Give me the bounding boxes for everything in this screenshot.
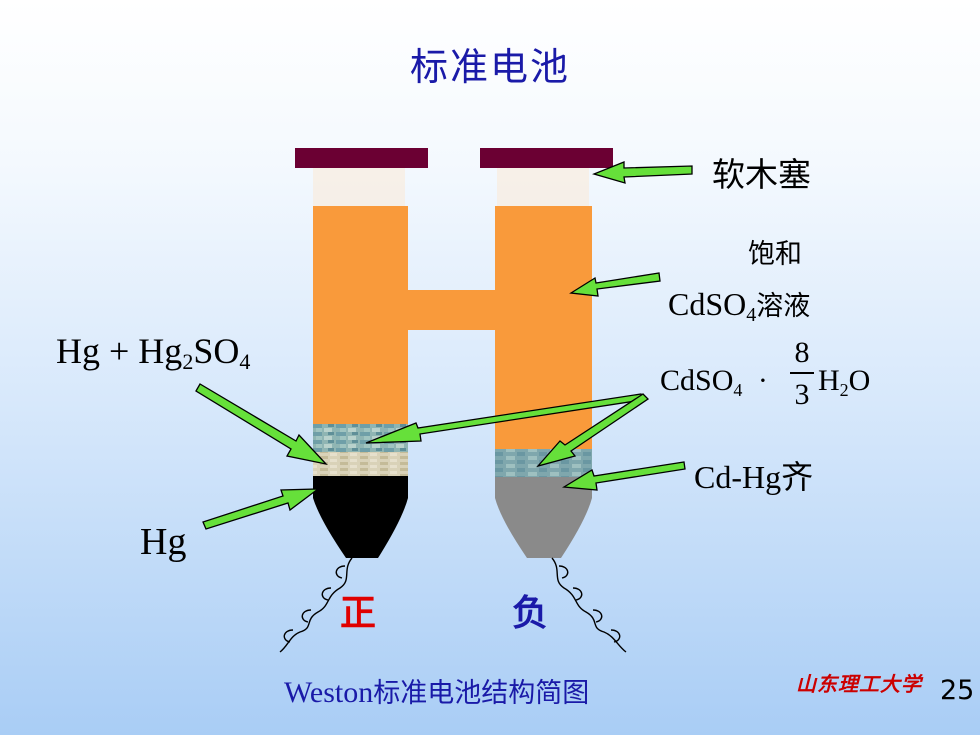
right-cork [480,148,613,168]
label-crystal-formula: CdSO4 · [660,364,768,401]
arrow-to-cork [592,161,693,184]
connecting-bridge [405,290,498,330]
fraction-denominator: 3 [794,378,810,411]
fraction-bar [790,372,814,374]
label-saturated-subscript: 4 [746,304,757,326]
amalgam-electrode [495,477,592,558]
right-tube-glass-top [497,166,589,206]
label-paste: Hg + Hg2SO4 [56,330,250,375]
mercury-electrode [313,476,408,558]
caption-latin: Weston [284,676,374,709]
positive-electrode-label: 正 [340,593,377,634]
left-tube [295,148,428,558]
page-number: 25 [940,675,975,706]
left-wire [279,557,353,653]
crystal-sub2: 2 [839,380,849,400]
paste-sub2: 2 [182,349,194,374]
label-saturated-suffix: 溶液 [756,291,811,322]
paste-hg: Hg + Hg [56,331,183,371]
university-logo: 山东理工大学 [796,672,922,696]
fraction-numerator: 8 [794,336,810,369]
paste-so: SO [193,331,240,371]
crystal-fraction: 8 3 [790,338,814,410]
left-tube-solution [313,206,408,424]
arrow-to-left-crystal [365,393,643,444]
arrow-to-amalgam [561,461,686,491]
arrow-to-paste [195,383,328,466]
crystal-sub4: 4 [733,380,743,400]
arrow-to-mercury [202,488,321,530]
crystal-dot: · [757,364,768,397]
label-cork: 软木塞 [712,155,811,194]
right-tube [480,148,613,558]
label-amalgam: Cd-Hg齐 [694,459,814,495]
crystal-cdso4: CdSO [660,364,734,397]
negative-electrode-label: 负 [512,593,549,634]
label-mercury: Hg [140,521,187,563]
left-tube-glass-top [313,166,405,206]
crystal-h: H [818,364,840,397]
arrow-to-right-crystal [536,393,650,468]
crystal-water: H2O [818,364,870,401]
label-saturated-solution: CdSO4溶液 [668,284,810,327]
left-cork [295,148,428,168]
caption-chinese: 标准电池结构简图 [373,678,590,709]
right-wire [551,557,627,653]
crystal-o: O [848,364,871,397]
left-paste-layer [313,452,408,476]
arrow-to-solution [569,272,661,297]
label-saturated: 饱和 [748,239,802,270]
slide-title: 标准电池 [409,45,570,89]
paste-sub4: 4 [239,349,251,374]
label-saturated-formula: CdSO [668,286,747,322]
diagram-caption: Weston标准电池结构简图 [284,671,589,710]
